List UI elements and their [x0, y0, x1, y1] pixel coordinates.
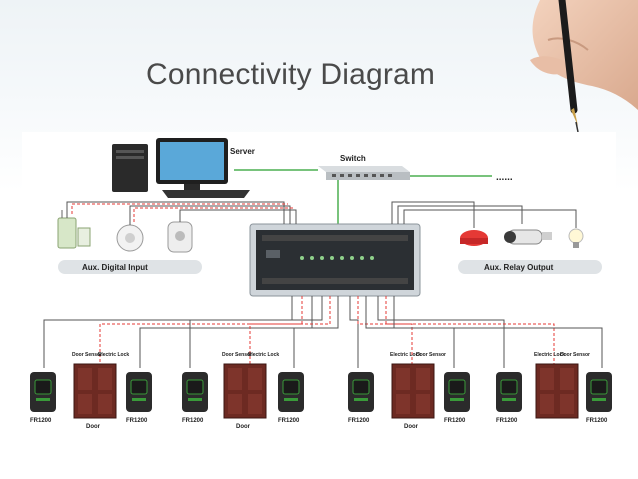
electric-lock-label-2: Electric Lock [248, 352, 279, 358]
reader-label-8: FR1200 [586, 418, 608, 424]
reader-label-2: FR1200 [126, 418, 148, 424]
door-label-3: Door [404, 424, 419, 430]
aux-output-wiring [391, 201, 577, 228]
server-computer-icon [112, 138, 250, 198]
reader-fr1200-3 [182, 372, 208, 412]
switch-label: Switch [340, 154, 366, 163]
access-controller-icon [249, 223, 421, 297]
reader-label-1: FR1200 [30, 418, 52, 424]
aux-output-devices [460, 228, 584, 248]
reader-fr1200-4 [278, 372, 304, 412]
door-sensor-label-2: Door Sensor [222, 352, 252, 358]
aux-input-pill [58, 260, 202, 274]
reader-fr1200-5 [348, 372, 374, 412]
reader-fr1200-2 [126, 372, 152, 412]
aux-input-label: Aux. Digital Input [82, 263, 148, 272]
reader-fr1200-1 [30, 372, 56, 412]
reader-fr1200-8 [586, 372, 612, 412]
reader-label-3: FR1200 [182, 418, 204, 424]
connectivity-diagram: Server Switch ...... Aux. Digital Inpu [22, 132, 616, 432]
door-4 [535, 363, 579, 419]
aux-output-pill [458, 260, 602, 274]
server-label: Server [230, 147, 255, 156]
reader-fr1200-6 [444, 372, 470, 412]
door-sensor-label-4: Door Sensor [560, 352, 590, 358]
door-label-1: Door [86, 424, 101, 430]
door-3 [391, 363, 435, 419]
electric-lock-label-3: Electric Lock [390, 352, 421, 358]
reader-label-7: FR1200 [496, 418, 518, 424]
reader-label-5: FR1200 [348, 418, 370, 424]
slide-title: Connectivity Diagram [146, 58, 436, 91]
electric-lock-label-4: Electric Lock [534, 352, 565, 358]
network-more-ellipsis: ...... [496, 172, 513, 183]
hand-with-pen-image [530, 0, 638, 133]
electric-lock-label-1: Electric Lock [98, 352, 129, 358]
reader-label-6: FR1200 [444, 418, 466, 424]
aux-input-wiring [66, 201, 297, 225]
network-switch-icon [318, 166, 410, 180]
door-label-2: Door [236, 424, 251, 430]
reader-fr1200-7 [496, 372, 522, 412]
door-wiring [43, 296, 603, 368]
door-sensor-label-3: Door Sensor [416, 352, 446, 358]
door-sensor-label-1: Door Sensor [72, 352, 102, 358]
door-1 [73, 363, 117, 419]
door-2 [223, 363, 267, 419]
aux-input-devices [57, 210, 193, 253]
aux-output-label: Aux. Relay Output [484, 263, 554, 272]
reader-label-4: FR1200 [278, 418, 300, 424]
